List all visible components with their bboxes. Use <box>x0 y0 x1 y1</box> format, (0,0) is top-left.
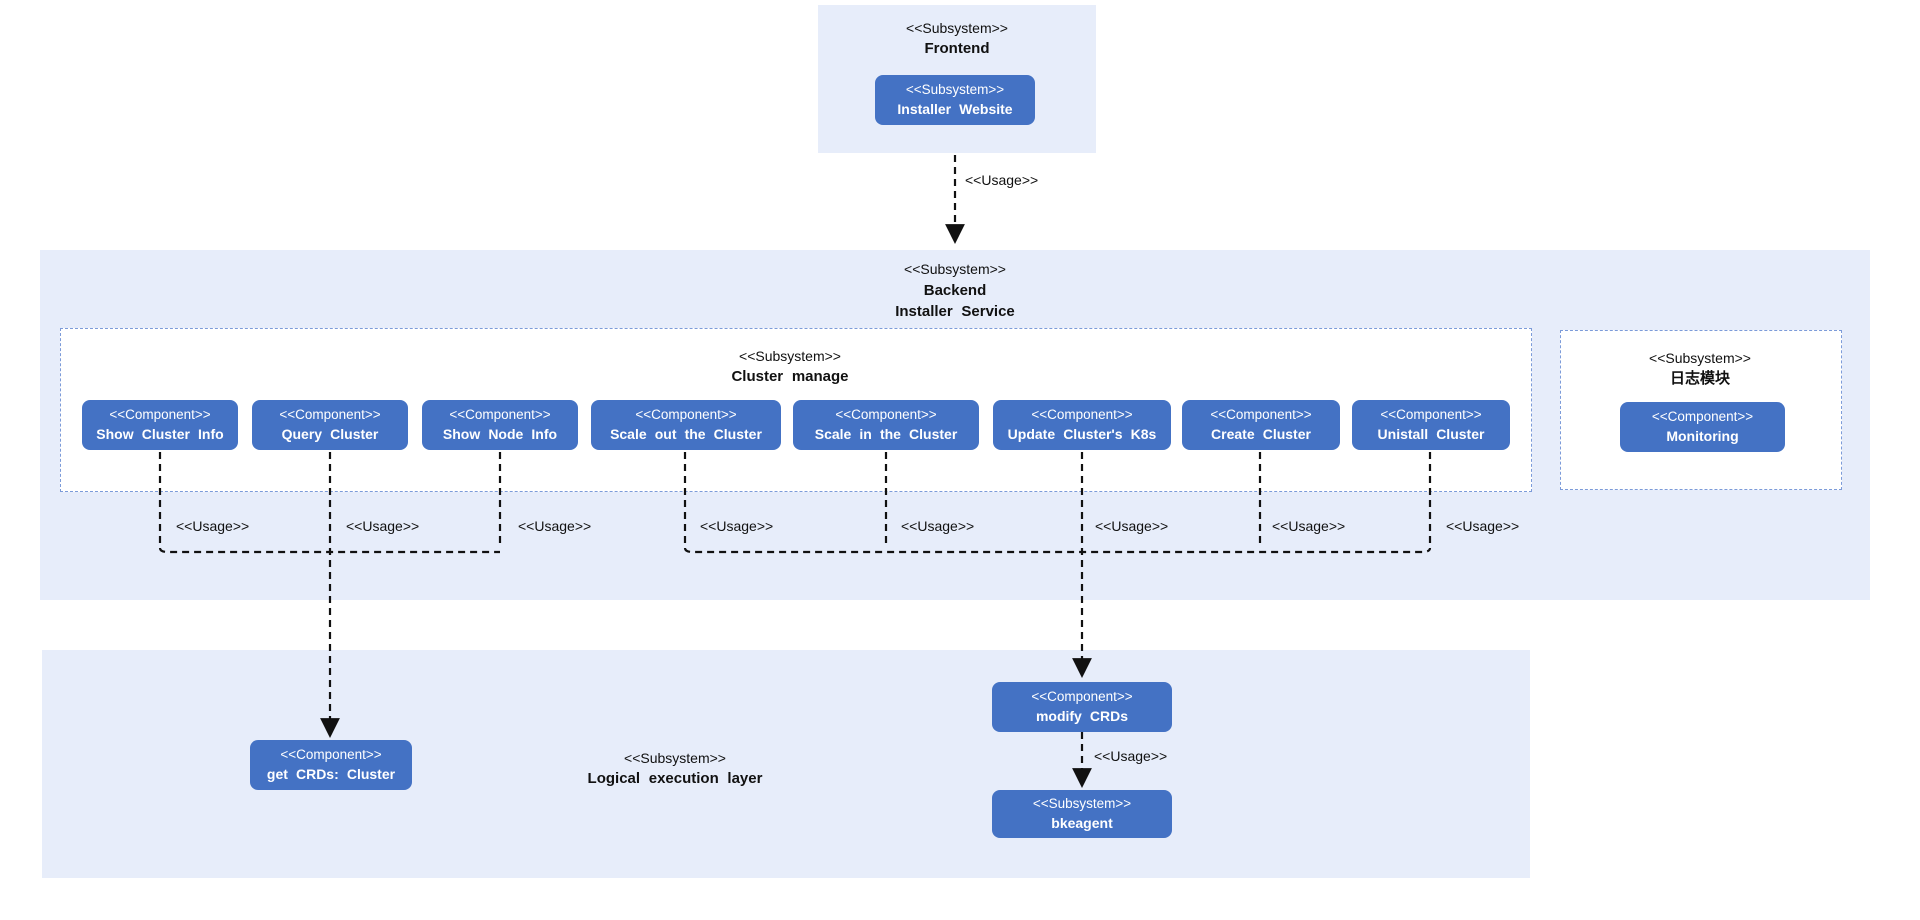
component-name: Update Cluster's K8s <box>1007 425 1157 442</box>
installer-website-node[interactable]: <<Subsystem>> Installer Website <box>875 75 1035 125</box>
component-name: Unistall Cluster <box>1377 425 1485 442</box>
component-name: modify CRDs <box>1035 707 1129 724</box>
usage-label-8: <<Usage>> <box>1446 518 1520 534</box>
cluster-manage-stereotype: <<Subsystem>> <box>739 348 841 364</box>
cluster-manage-title: <<Subsystem>> Cluster manage <box>640 346 940 388</box>
frontend-title: <<Subsystem>> Frontend <box>818 18 1096 60</box>
logical-layer-title: <<Subsystem>> Logical execution layer <box>525 748 825 790</box>
usage-label-7: <<Usage>> <box>1272 518 1346 534</box>
component-stereotype: <<Component>> <box>1651 409 1754 425</box>
component-unistall-cluster[interactable]: <<Component>> Unistall Cluster <box>1352 400 1510 450</box>
component-name: Show Node Info <box>442 425 558 442</box>
usage-label-2: <<Usage>> <box>346 518 420 534</box>
component-show-cluster-info[interactable]: <<Component>> Show Cluster Info <box>82 400 238 450</box>
bkeagent-stereotype: <<Subsystem>> <box>1032 796 1132 812</box>
component-stereotype: <<Component>> <box>449 407 551 423</box>
frontend-name: Frontend <box>924 40 990 58</box>
component-stereotype: <<Component>> <box>1210 407 1312 423</box>
backend-name-line2: Installer Service <box>895 302 1015 320</box>
component-scale-in-cluster[interactable]: <<Component>> Scale in the Cluster <box>793 400 979 450</box>
log-module-title: <<Subsystem>> 日志模块 <box>1560 348 1840 390</box>
backend-stereotype: <<Subsystem>> <box>904 261 1006 277</box>
component-stereotype: <<Component>> <box>1380 407 1482 423</box>
backend-name-line1: Backend <box>923 281 987 299</box>
component-stereotype: <<Component>> <box>279 407 381 423</box>
installer-website-name: Installer Website <box>897 100 1013 117</box>
usage-label-5: <<Usage>> <box>901 518 975 534</box>
component-create-cluster[interactable]: <<Component>> Create Cluster <box>1182 400 1340 450</box>
cluster-manage-name: Cluster manage <box>731 368 849 386</box>
component-name: Scale in the Cluster <box>814 425 958 442</box>
logical-layer-stereotype: <<Subsystem>> <box>624 750 726 766</box>
component-name: Scale out the Cluster <box>610 425 762 442</box>
component-get-crds-cluster[interactable]: <<Component>> get CRDs: Cluster <box>250 740 412 790</box>
component-name: Create Cluster <box>1211 425 1311 442</box>
component-name: Monitoring <box>1666 427 1739 444</box>
component-stereotype: <<Component>> <box>1031 407 1133 423</box>
component-name: get CRDs: Cluster <box>266 765 396 782</box>
usage-label-3: <<Usage>> <box>518 518 592 534</box>
subsystem-bkeagent[interactable]: <<Subsystem>> bkeagent <box>992 790 1172 838</box>
installer-website-stereotype: <<Subsystem>> <box>905 82 1005 98</box>
component-stereotype: <<Component>> <box>109 407 211 423</box>
component-stereotype: <<Component>> <box>835 407 937 423</box>
log-module-name: 日志模块 <box>1669 370 1730 388</box>
backend-title: <<Subsystem>> Backend Installer Service <box>755 260 1155 322</box>
component-stereotype: <<Component>> <box>280 747 382 763</box>
usage-label-frontend-backend: <<Usage>> <box>965 172 1039 188</box>
component-show-node-info[interactable]: <<Component>> Show Node Info <box>422 400 578 450</box>
component-scale-out-cluster[interactable]: <<Component>> Scale out the Cluster <box>591 400 781 450</box>
frontend-stereotype: <<Subsystem>> <box>906 20 1008 36</box>
component-stereotype: <<Component>> <box>1031 689 1133 705</box>
usage-label-1: <<Usage>> <box>176 518 250 534</box>
usage-label-4: <<Usage>> <box>700 518 774 534</box>
component-monitoring[interactable]: <<Component>> Monitoring <box>1620 402 1785 452</box>
component-name: Show Cluster Info <box>96 425 224 442</box>
component-stereotype: <<Component>> <box>635 407 737 423</box>
bkeagent-name: bkeagent <box>1051 814 1113 831</box>
usage-label-6: <<Usage>> <box>1095 518 1169 534</box>
log-module-stereotype: <<Subsystem>> <box>1649 350 1751 366</box>
usage-label-modify-bkeagent: <<Usage>> <box>1094 748 1168 764</box>
component-query-cluster[interactable]: <<Component>> Query Cluster <box>252 400 408 450</box>
component-name: Query Cluster <box>281 425 379 442</box>
logical-layer-name: Logical execution layer <box>587 770 763 788</box>
component-update-clusters-k8s[interactable]: <<Component>> Update Cluster's K8s <box>993 400 1171 450</box>
component-modify-crds[interactable]: <<Component>> modify CRDs <box>992 682 1172 732</box>
